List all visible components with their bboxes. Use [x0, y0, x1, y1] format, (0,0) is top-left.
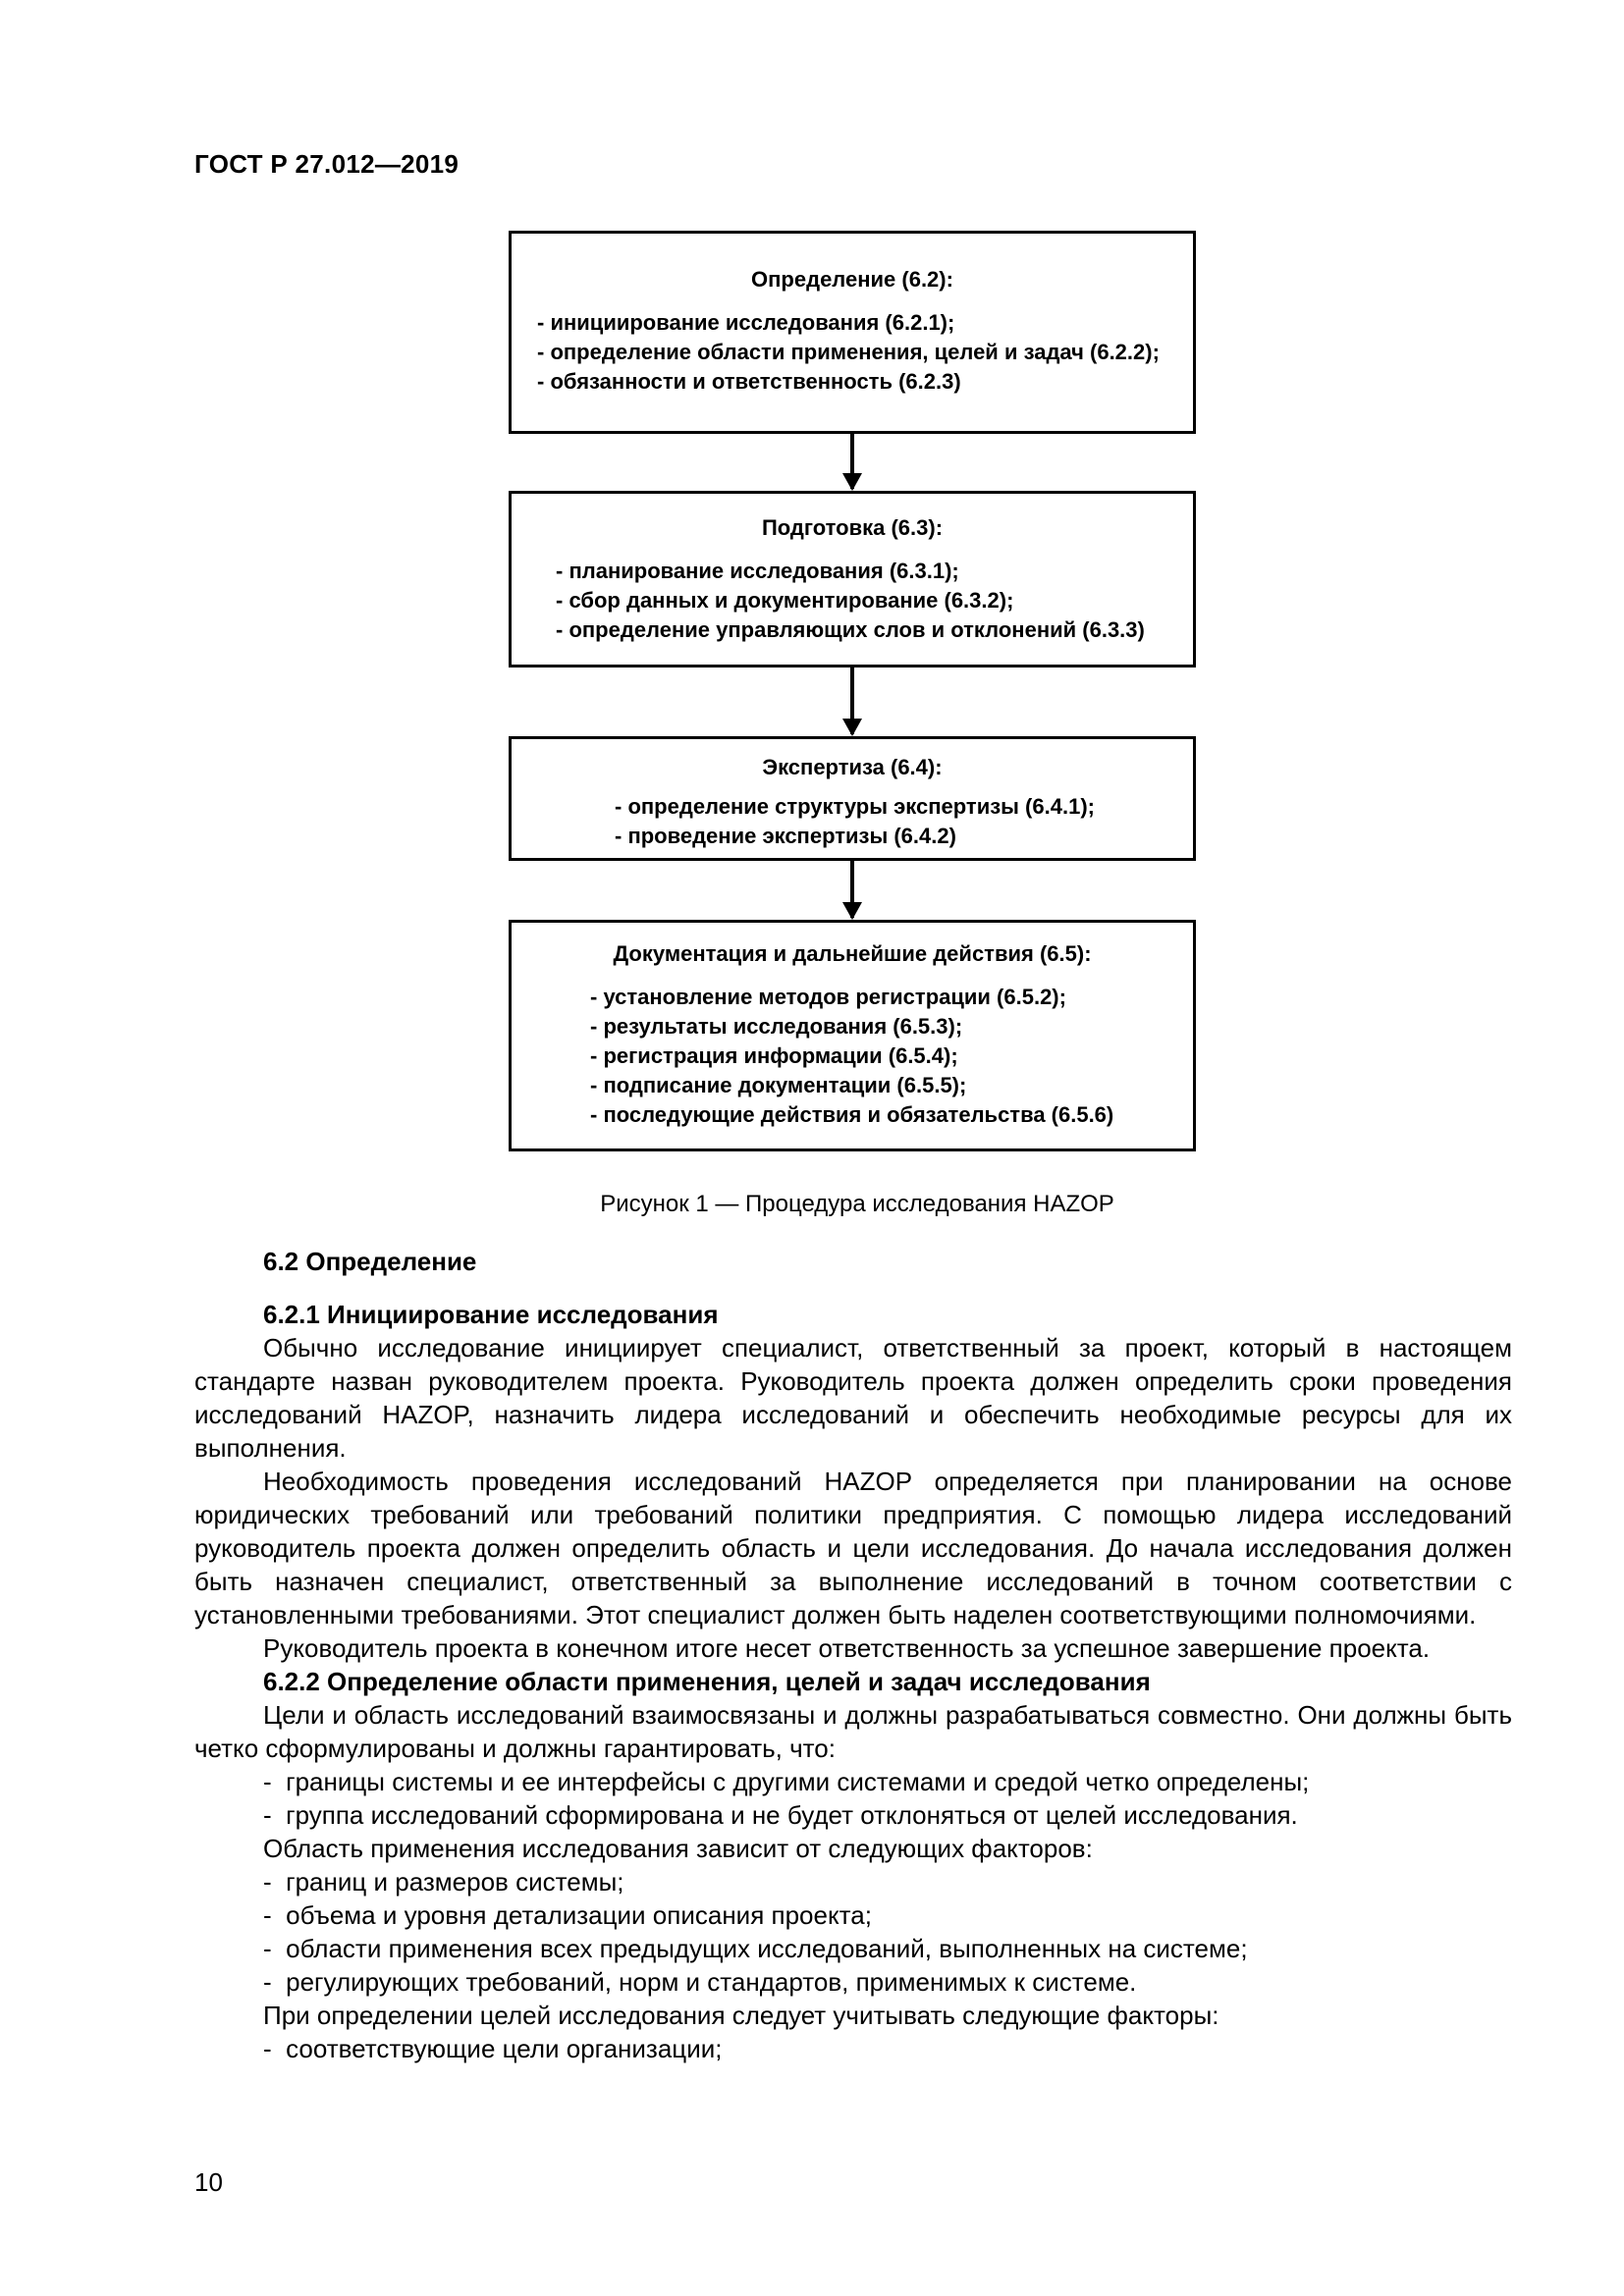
list-item: регулирующих требований, норм и стандарт… [194, 1965, 1512, 1999]
flowchart-box-title: Подготовка (6.3): [761, 515, 944, 540]
paragraph: Цели и область исследований взаимосвязан… [194, 1700, 1512, 1763]
flowchart-box-title: Определение (6.2): [751, 267, 953, 292]
paragraph: Руководитель проекта в конечном итоге не… [263, 1633, 1431, 1663]
flowchart-item: последующие действия и обязательства (6.… [590, 1100, 1193, 1130]
subsection-heading: 6.2.2 Определение области применения, це… [263, 1667, 1151, 1696]
flowchart-item: проведение экспертизы (6.4.2) [615, 822, 1193, 851]
flowchart-item: определение управляющих слов и отклонени… [556, 615, 1193, 645]
flowchart-item: результаты исследования (6.5.3); [590, 1012, 1193, 1041]
list-item: группа исследований сформирована и не бу… [194, 1798, 1512, 1832]
flowchart-box-list: инициирование исследования (6.2.1); опре… [512, 308, 1193, 397]
flowchart-arrow-down [842, 434, 862, 491]
flowchart-box-list: планирование исследования (6.3.1); сбор … [512, 557, 1193, 645]
flowchart-box-title: Экспертиза (6.4): [762, 755, 943, 779]
flowchart-box-list: установление методов регистрации (6.5.2)… [512, 983, 1193, 1130]
document-header: ГОСТ Р 27.012—2019 [194, 149, 460, 179]
flowchart-box-preparation: Подготовка (6.3): планирование исследова… [509, 491, 1196, 667]
list-item: границы системы и ее интерфейсы с другим… [194, 1765, 1512, 1798]
flowchart-box-title: Документация и дальнейшие действия (6.5)… [613, 941, 1092, 966]
flowchart-item: планирование исследования (6.3.1); [556, 557, 1193, 586]
flowchart-arrow-down [842, 861, 862, 920]
paragraph: Область применения исследования зависит … [263, 1834, 1093, 1863]
page-number: 10 [194, 2167, 223, 2197]
paragraph: При определении целей исследования следу… [263, 2001, 1219, 2030]
flowchart-item: сбор данных и документирование (6.3.2); [556, 586, 1193, 615]
paragraph: Необходимость проведения исследований HA… [194, 1467, 1512, 1629]
flowchart-item: регистрация информации (6.5.4); [590, 1041, 1193, 1071]
subsection-heading: 6.2.1 Инициирование исследования [263, 1300, 719, 1329]
list-item: объема и уровня детализации описания про… [194, 1898, 1512, 1932]
flowchart-item: подписание документации (6.5.5); [590, 1071, 1193, 1100]
flowchart-arrow-down [842, 667, 862, 736]
flowchart-item: установление методов регистрации (6.5.2)… [590, 983, 1193, 1012]
list-item: области применения всех предыдущих иссле… [194, 1932, 1512, 1965]
flowchart-box-examination: Экспертиза (6.4): определение структуры … [509, 736, 1196, 861]
flowchart-item: обязанности и ответственность (6.2.3) [537, 367, 1193, 397]
figure-caption: Рисунок 1 — Процедура исследования HAZOP [600, 1191, 1114, 1217]
list-item: соответствующие цели организации; [194, 2032, 1512, 2065]
flowchart-box-list: определение структуры экспертизы (6.4.1)… [512, 792, 1193, 851]
list-item: границ и размеров системы; [194, 1865, 1512, 1898]
flowchart-item: инициирование исследования (6.2.1); [537, 308, 1193, 338]
flowchart-item: определение структуры экспертизы (6.4.1)… [615, 792, 1193, 822]
flowchart-item: определение области применения, целей и … [537, 338, 1193, 367]
flowchart-box-definition: Определение (6.2): инициирование исследо… [509, 231, 1196, 434]
paragraph: Обычно исследование инициирует специалис… [194, 1333, 1512, 1463]
flowchart-box-documentation: Документация и дальнейшие действия (6.5)… [509, 920, 1196, 1151]
section-heading: 6.2 Определение [263, 1247, 477, 1276]
document-body: 6.2 Определение 6.2.1 Инициирование иссл… [194, 1245, 1512, 2065]
